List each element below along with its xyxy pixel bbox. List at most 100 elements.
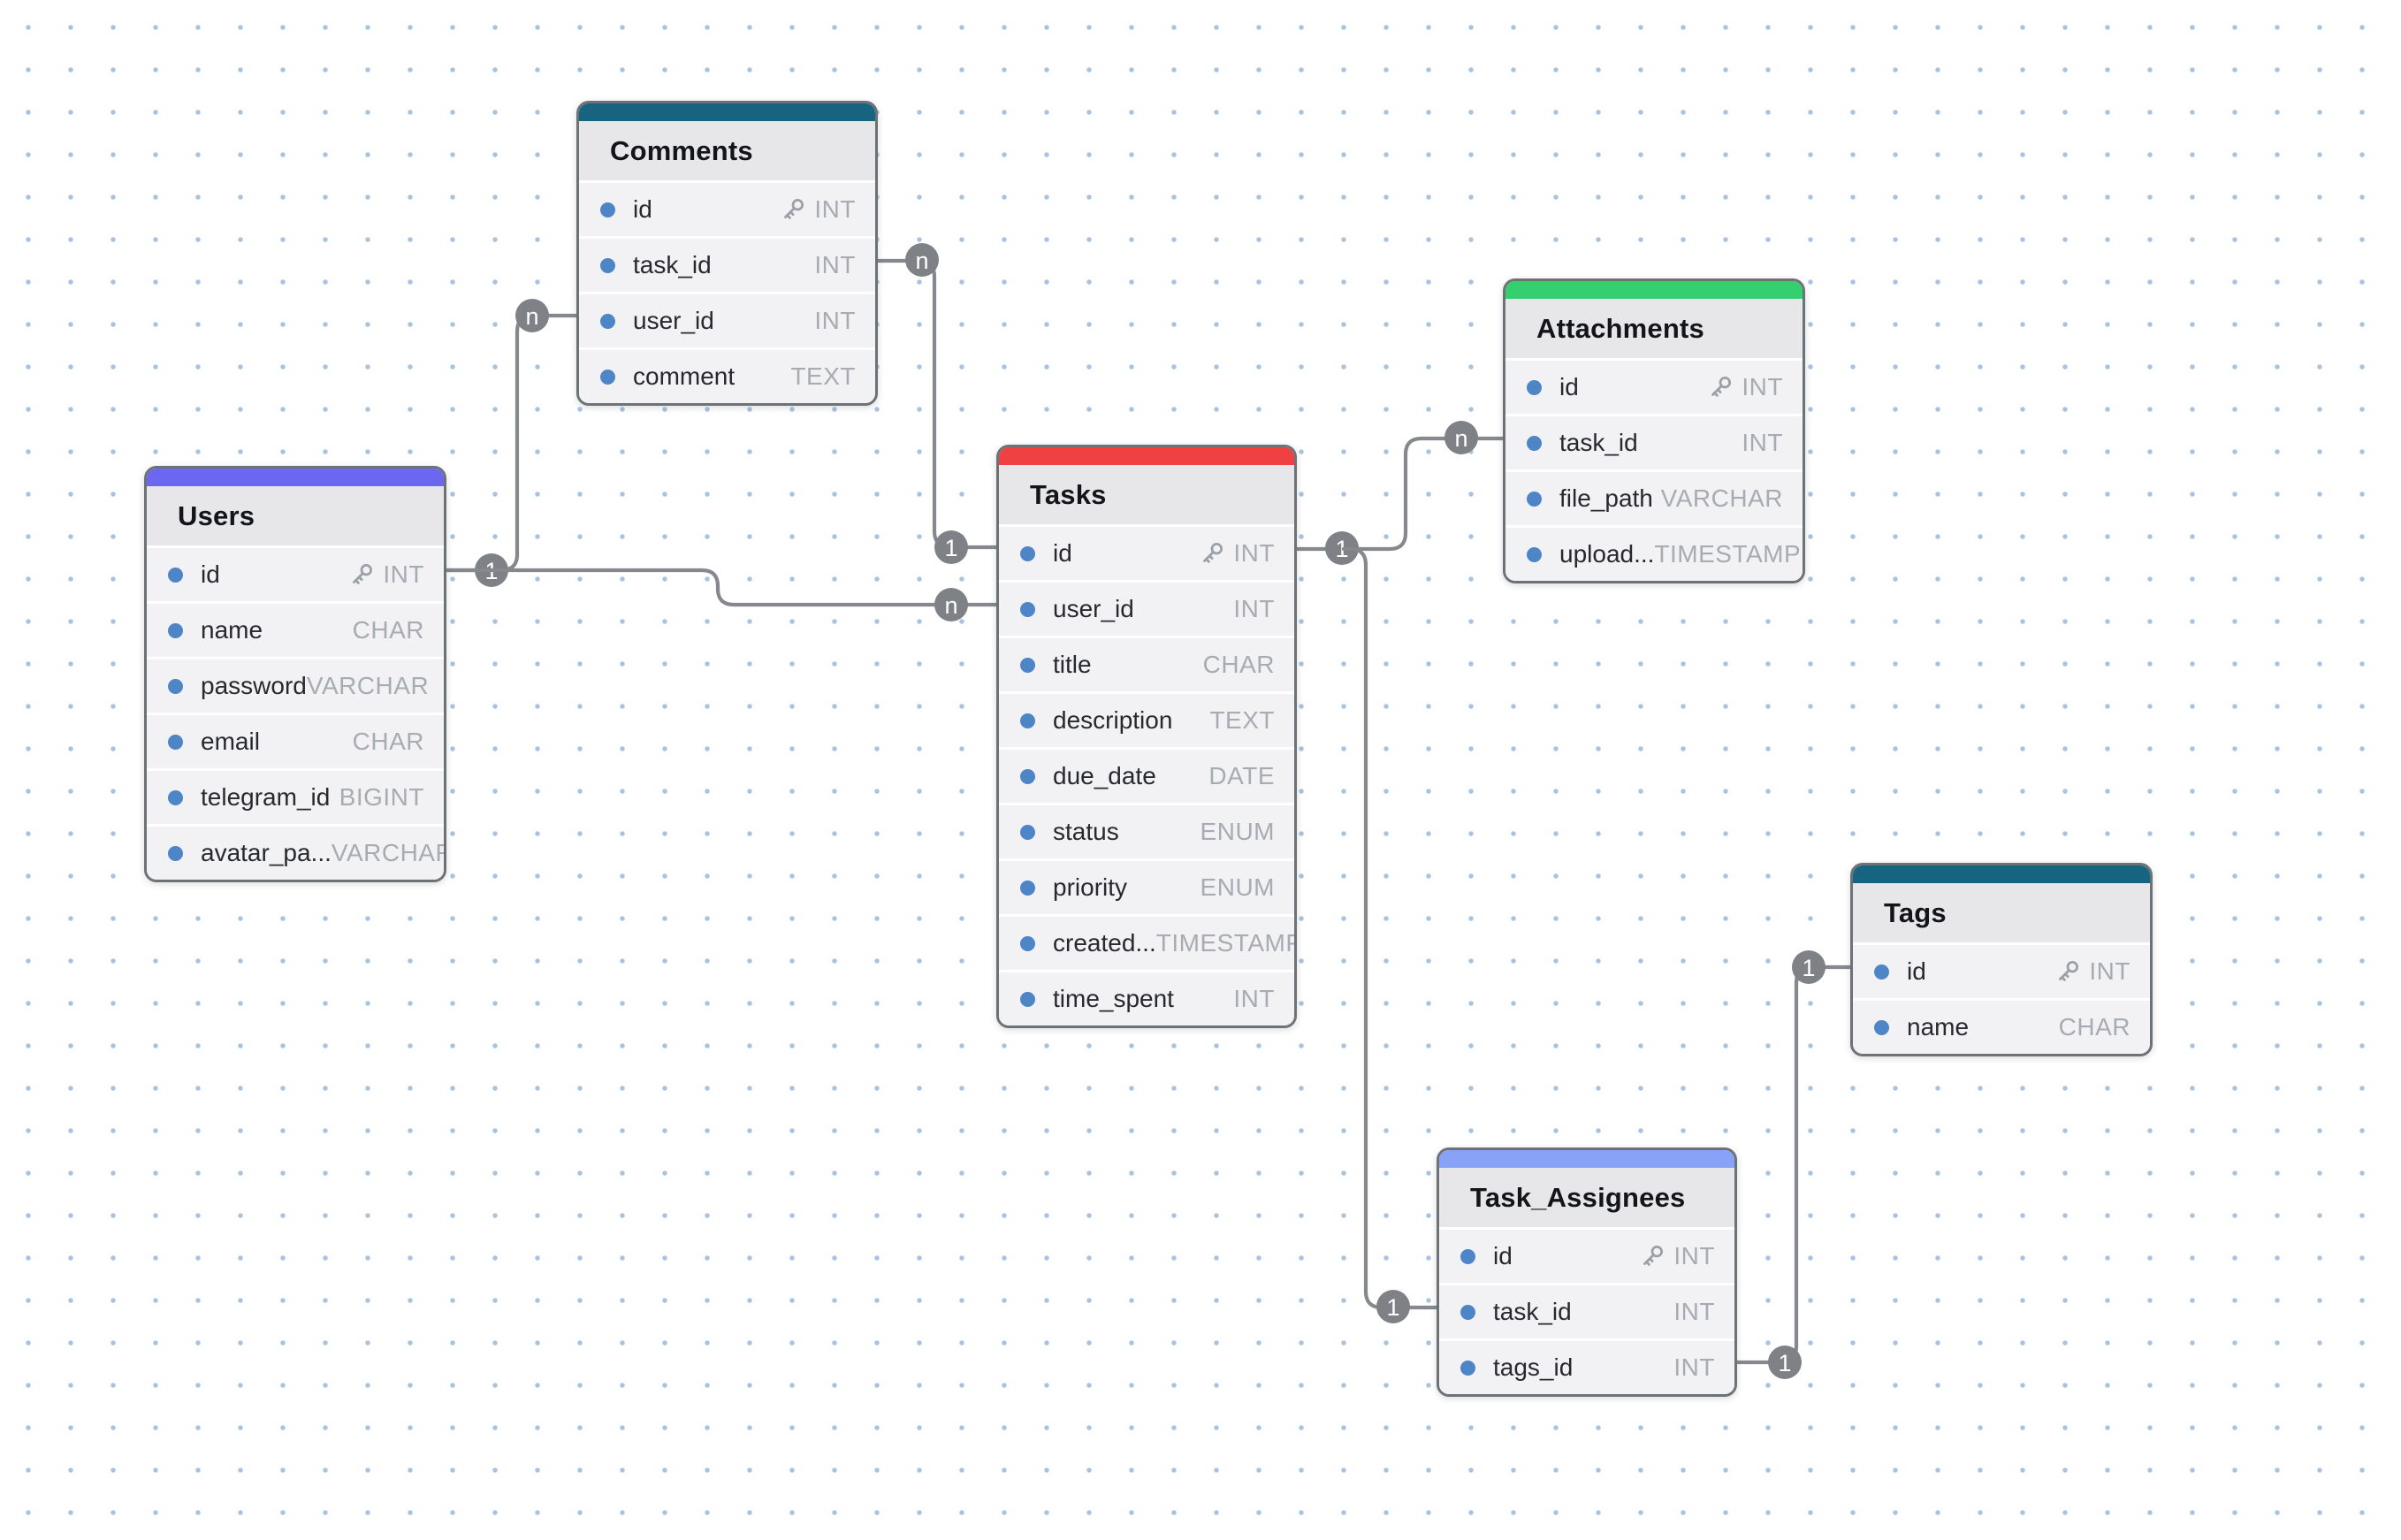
- cardinality-badge-label: 1: [1386, 1294, 1399, 1321]
- field-dot-icon: [600, 257, 615, 273]
- table-accent-bar: [579, 103, 875, 121]
- field-type-group: ENUM: [1200, 818, 1294, 846]
- table-title: Comments: [579, 121, 875, 180]
- table-title: Tasks: [999, 465, 1294, 524]
- field-type-group: INT: [814, 307, 875, 335]
- field-name: task_id: [1493, 1298, 1572, 1325]
- field-name: id: [1053, 539, 1072, 567]
- field-type: INT: [2089, 957, 2130, 985]
- cardinality-badge: 1: [1768, 1346, 1802, 1379]
- field-dot-icon: [1020, 880, 1035, 896]
- field-type: INT: [1742, 373, 1783, 400]
- cardinality-badge-label: n: [915, 248, 928, 274]
- relationship-line[interactable]: [444, 568, 999, 607]
- field-type-group: INT: [1639, 1242, 1734, 1270]
- relationship-line[interactable]: [444, 313, 579, 573]
- field-dot-icon: [1874, 1019, 1889, 1035]
- field-type-group: INT: [1673, 1298, 1734, 1326]
- relationship-line[interactable]: [1294, 436, 1505, 552]
- field-type: INT: [1233, 985, 1275, 1012]
- table-field-row[interactable]: id INT: [147, 545, 444, 601]
- field-name: task_id: [1559, 429, 1638, 456]
- field-name: id: [1559, 373, 1579, 400]
- field-dot-icon: [1020, 601, 1035, 617]
- field-type: VARCHAR: [306, 672, 430, 699]
- primary-key-icon: [1639, 1243, 1665, 1269]
- field-name: id: [633, 195, 652, 223]
- table-field-row[interactable]: upload...TIMESTAMP: [1505, 525, 1803, 581]
- field-type-group: BIGINT: [339, 783, 444, 812]
- field-type-group: DATE: [1208, 762, 1294, 790]
- table-field-row[interactable]: task_id INT: [1439, 1283, 1734, 1338]
- field-type: ENUM: [1200, 818, 1275, 845]
- field-type-group: INT: [1233, 985, 1294, 1013]
- field-dot-icon: [1460, 1360, 1475, 1376]
- relationship-line[interactable]: [1341, 546, 1439, 1310]
- cardinality-badge-label: n: [525, 303, 538, 330]
- field-type: VARCHAR: [331, 839, 446, 866]
- field-name: file_path: [1559, 484, 1653, 512]
- table-field-row[interactable]: avatar_pa...VARCHAR: [147, 824, 444, 880]
- field-type-group: CHAR: [2059, 1013, 2150, 1041]
- table-title: Users: [147, 486, 444, 545]
- relationship-line[interactable]: [1734, 964, 1853, 1365]
- field-dot-icon: [1527, 435, 1542, 451]
- field-dot-icon: [168, 789, 183, 805]
- field-type-group: INT: [348, 560, 444, 589]
- field-name: email: [201, 728, 260, 755]
- cardinality-badge-circle: [515, 299, 549, 332]
- cardinality-badge-circle: [1792, 950, 1826, 984]
- field-dot-icon: [1460, 1248, 1475, 1264]
- field-name: tags_id: [1493, 1353, 1574, 1381]
- field-name: description: [1053, 706, 1173, 734]
- field-name: id: [201, 560, 220, 588]
- field-type-group: VARCHAR: [331, 839, 446, 867]
- cardinality-badge-circle: [905, 243, 939, 277]
- field-type: TIMESTAMP: [1654, 540, 1802, 568]
- table-field-row[interactable]: created...TIMESTAMP: [999, 914, 1294, 970]
- relationship-line[interactable]: [875, 258, 999, 550]
- field-name: telegram_id: [201, 783, 331, 811]
- field-dot-icon: [1020, 768, 1035, 784]
- field-type: INT: [1233, 595, 1275, 622]
- field-name: task_id: [633, 251, 712, 278]
- table-field-row[interactable]: id INT: [1505, 358, 1803, 414]
- field-type: VARCHAR: [1660, 484, 1783, 512]
- field-type-group: TIMESTAMP: [1155, 929, 1297, 957]
- field-type-group: CHAR: [353, 616, 444, 644]
- field-name: comment: [633, 362, 736, 390]
- field-type: TIMESTAMP: [1155, 929, 1297, 957]
- field-type: INT: [1673, 1242, 1715, 1269]
- table-title: Task_Assignees: [1439, 1168, 1734, 1227]
- field-name: password: [201, 672, 307, 699]
- table-field-row[interactable]: telegram_id BIGINT: [147, 768, 444, 824]
